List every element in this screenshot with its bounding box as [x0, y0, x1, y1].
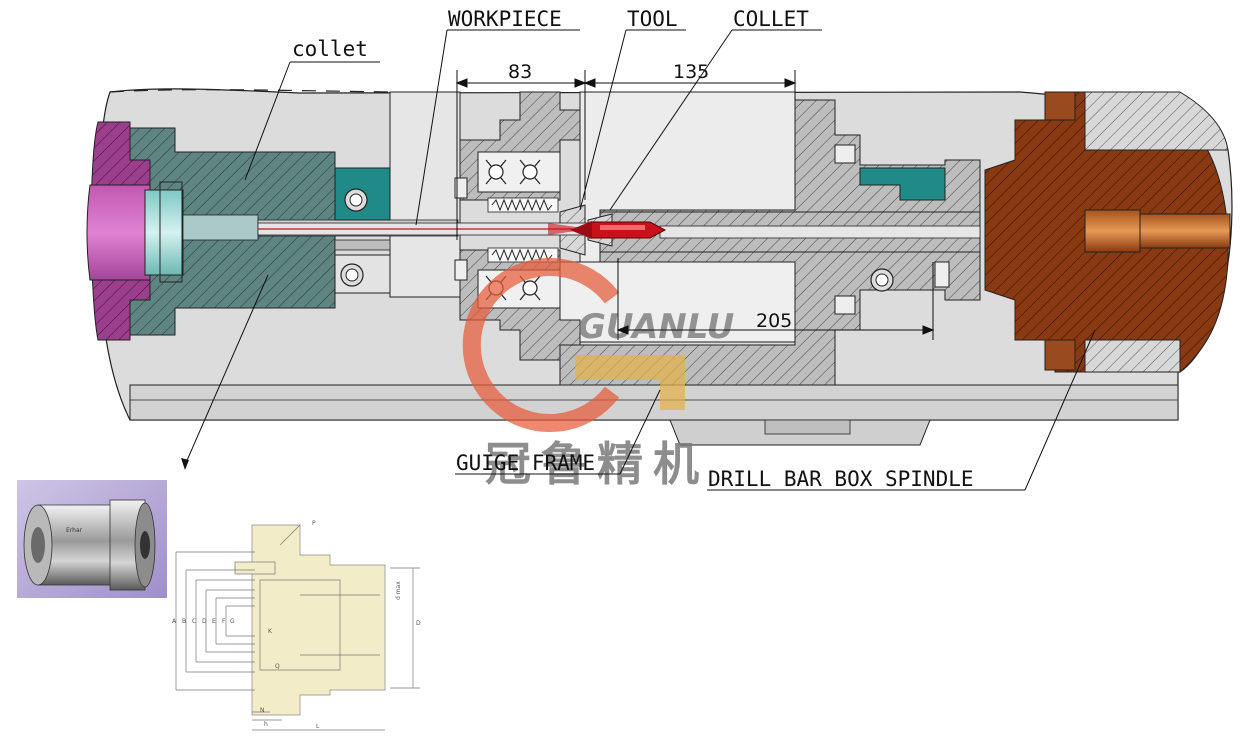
svg-text:D: D: [202, 618, 207, 625]
workpiece-bar: [257, 222, 590, 236]
brown-spindle: [984, 91, 1231, 373]
svg-text:K: K: [268, 628, 273, 635]
clamp-blocks: [334, 167, 391, 294]
watermark-brand: GUANLU: [578, 307, 734, 347]
label-collet-left: collet: [292, 37, 368, 61]
label-tool: TOOL: [627, 7, 678, 31]
photo-brand: Erhar: [66, 527, 83, 534]
spindle-housing: [559, 99, 981, 386]
tool-drill: [570, 213, 667, 247]
collet-photo: Erhar: [17, 480, 167, 598]
leader-lines: [184, 29, 1096, 491]
guanlu-watermark-logo: GUANLU: [462, 258, 734, 432]
dim-83: 83: [508, 61, 532, 83]
svg-text:h: h: [264, 721, 268, 728]
left-collet-chuck: [86, 121, 459, 341]
svg-text:G: G: [230, 618, 235, 625]
leader-arrow: [181, 458, 189, 470]
svg-text:D: D: [416, 620, 421, 627]
watermark-chinese: 冠鲁精机: [485, 437, 709, 491]
dim-205: 205: [756, 310, 792, 332]
svg-text:L: L: [316, 723, 320, 730]
label-guide-frame: GUIGE FRAME: [456, 451, 595, 475]
svg-text:N: N: [260, 707, 265, 714]
dimension-lines: [455, 70, 935, 340]
label-collet-top: COLLET: [733, 7, 809, 31]
svg-text:F: F: [222, 618, 226, 625]
svg-text:Q: Q: [275, 663, 280, 670]
collet-technical-drawing: [175, 524, 420, 731]
svg-text:E: E: [212, 618, 216, 625]
label-workpiece: WORKPIECE: [448, 7, 562, 31]
svg-text:P: P: [312, 520, 316, 527]
technical-drawing-labels: A B C D E F G K Q P N h L d max D: [172, 520, 421, 730]
svg-text:d max: d max: [395, 581, 402, 600]
svg-text:A: A: [172, 618, 177, 625]
label-spindle: DRILL BAR BOX SPINDLE: [708, 467, 974, 491]
svg-text:B: B: [182, 618, 186, 625]
svg-text:C: C: [192, 618, 196, 625]
